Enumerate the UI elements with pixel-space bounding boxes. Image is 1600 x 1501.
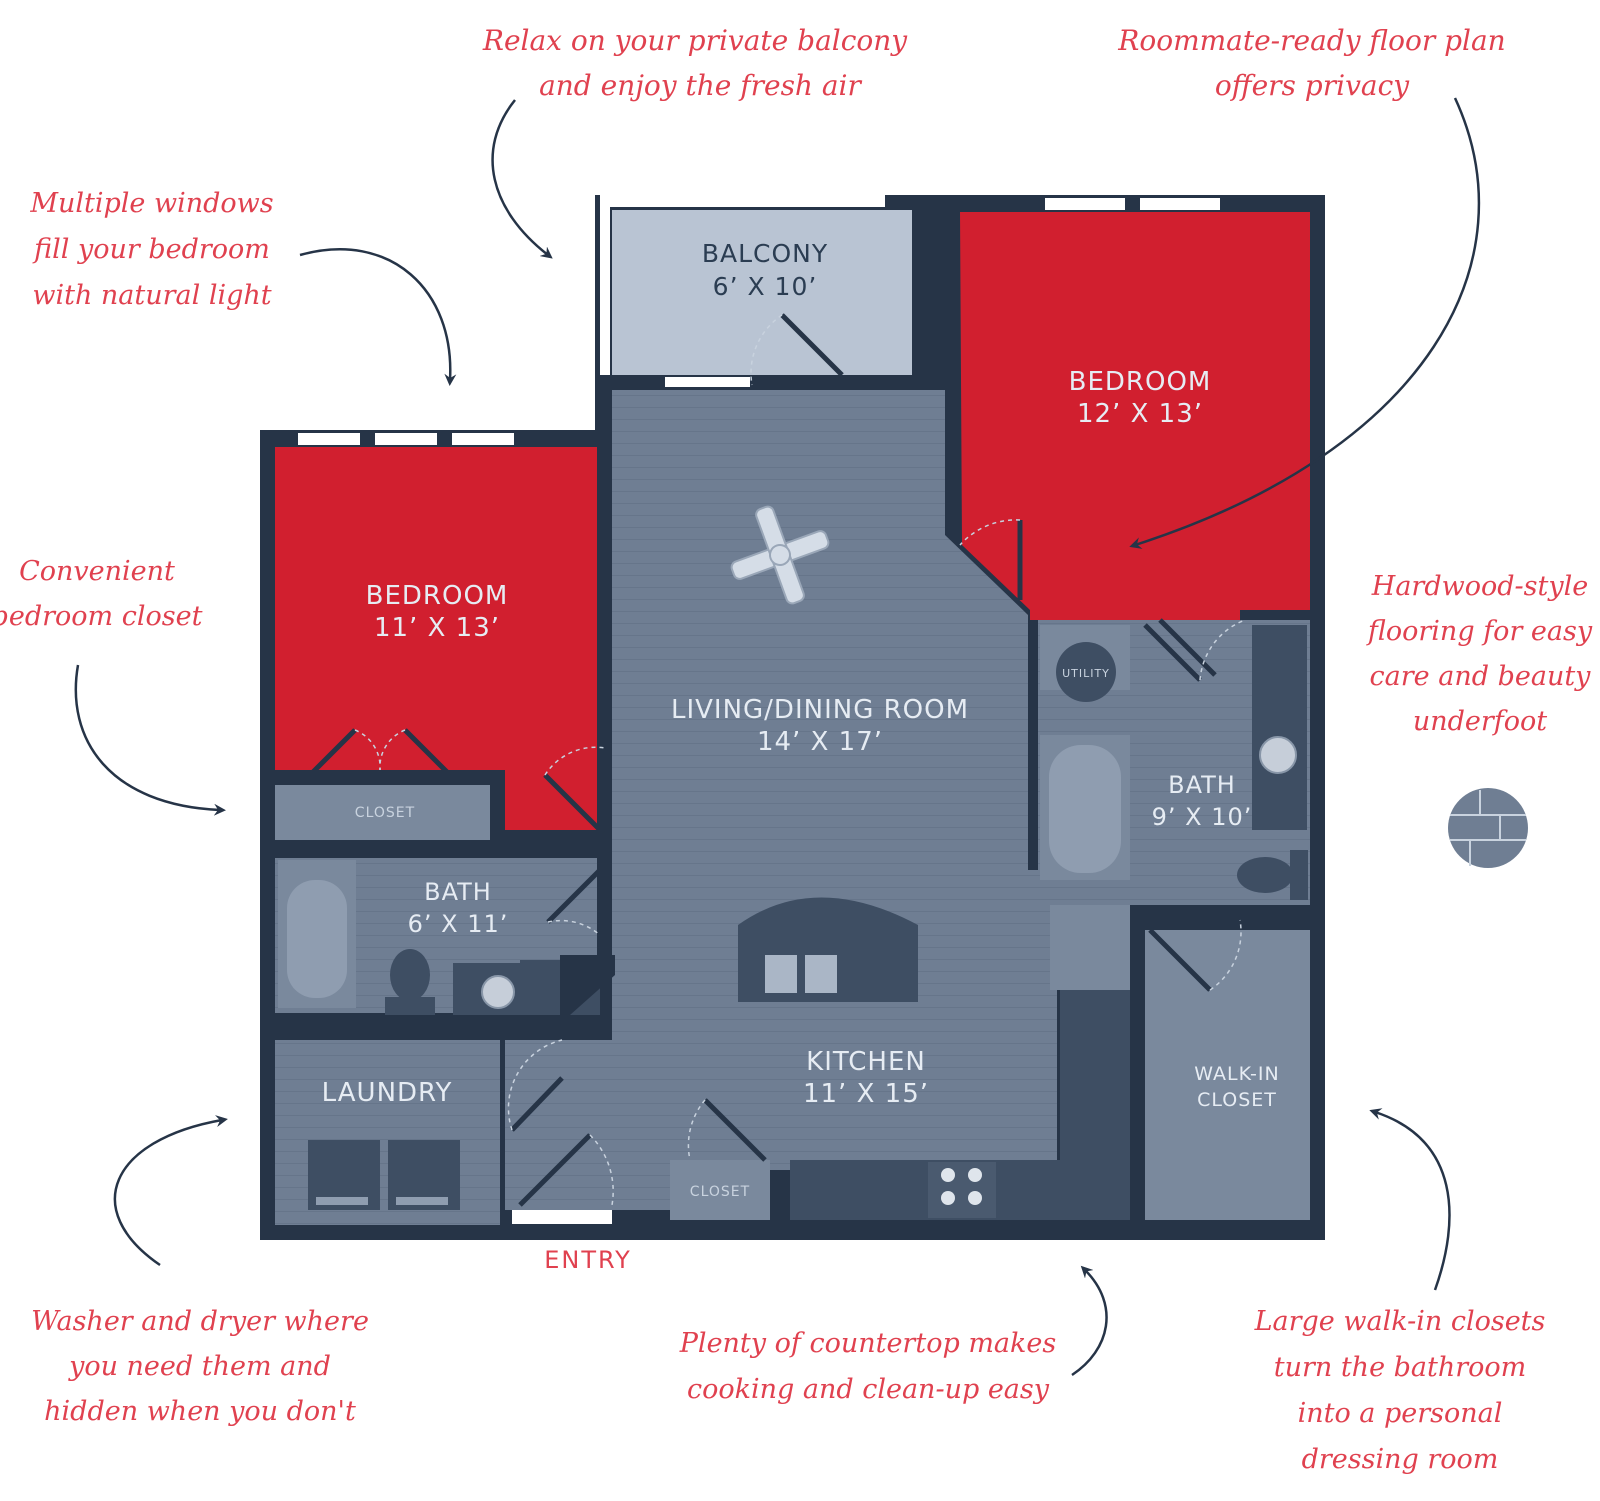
walkin-label-1: WALK-IN bbox=[1194, 1063, 1279, 1085]
svg-text:Plenty of countertop makes: Plenty of countertop makes bbox=[679, 1328, 1056, 1359]
kitchen-label: KITCHEN bbox=[806, 1047, 926, 1077]
svg-text:Washer and dryer where: Washer and dryer where bbox=[31, 1306, 369, 1337]
laundry-door bbox=[510, 1076, 564, 1132]
svg-text:offers privacy: offers privacy bbox=[1215, 69, 1410, 102]
svg-text:turn the bathroom: turn the bathroom bbox=[1274, 1352, 1527, 1383]
left-bath-size: 6’ X 11’ bbox=[408, 910, 509, 938]
laundry-label: LAUNDRY bbox=[322, 1078, 453, 1108]
toilet-icon bbox=[390, 949, 430, 1001]
left-bath-label: BATH bbox=[424, 878, 492, 906]
kitchen-island bbox=[738, 897, 918, 1002]
right-bath bbox=[1038, 618, 1310, 905]
bathtub-basin bbox=[287, 880, 347, 998]
entry-door bbox=[512, 1133, 614, 1224]
bedroom-closet bbox=[275, 785, 490, 840]
walk-in-closet bbox=[1145, 919, 1310, 1220]
svg-text:underfoot: underfoot bbox=[1413, 706, 1547, 737]
callout-walkin: Large walk-in closets turn the bathroom … bbox=[1254, 1306, 1546, 1475]
svg-text:you need them and: you need them and bbox=[68, 1351, 331, 1382]
svg-text:hidden when you don't: hidden when you don't bbox=[44, 1396, 356, 1427]
second-bedroom-label: BEDROOM bbox=[366, 581, 509, 611]
sink-icon bbox=[765, 955, 797, 993]
living-floor bbox=[505, 390, 1132, 1210]
svg-text:care and beauty: care and beauty bbox=[1370, 661, 1592, 692]
svg-text:with natural light: with natural light bbox=[32, 280, 271, 311]
second-bedroom-door bbox=[543, 773, 605, 835]
living-label: LIVING/DINING ROOM bbox=[671, 695, 969, 725]
arrow-balcony bbox=[491, 99, 553, 259]
left-bath-door bbox=[546, 868, 602, 924]
utility-label: UTILITY bbox=[1062, 667, 1110, 680]
second-bedroom-size: 11’ X 13’ bbox=[374, 613, 500, 643]
kitchen-size: 11’ X 15’ bbox=[803, 1079, 929, 1109]
callout-balcony: Relax on your private balcony and enjoy … bbox=[482, 24, 908, 102]
closet-entry-label: CLOSET bbox=[690, 1184, 750, 1200]
svg-text:into a personal: into a personal bbox=[1298, 1398, 1503, 1429]
svg-text:Multiple windows: Multiple windows bbox=[29, 188, 273, 219]
arrow-closet bbox=[74, 664, 226, 816]
callout-countertop: Plenty of countertop makes cooking and c… bbox=[679, 1328, 1056, 1405]
svg-text:bedroom closet: bedroom closet bbox=[0, 601, 203, 632]
living-size: 14’ X 17’ bbox=[757, 727, 883, 757]
callout-roommate: Roommate-ready floor plan offers privacy bbox=[1117, 24, 1505, 102]
svg-text:Convenient: Convenient bbox=[19, 556, 175, 587]
kitchen-counters bbox=[790, 905, 1130, 1220]
master-bedroom-size: 12’ X 13’ bbox=[1077, 399, 1203, 429]
svg-text:Roommate-ready floor plan: Roommate-ready floor plan bbox=[1117, 24, 1505, 57]
svg-text:dressing room: dressing room bbox=[1302, 1444, 1499, 1475]
master-bedroom bbox=[959, 198, 1310, 620]
closet-bedroom-label: CLOSET bbox=[355, 805, 415, 821]
left-bath bbox=[275, 858, 615, 1015]
svg-text:cooking and clean-up easy: cooking and clean-up easy bbox=[687, 1374, 1050, 1405]
arrow-windows bbox=[299, 248, 457, 386]
callout-arrows bbox=[74, 97, 1481, 1377]
balcony-area bbox=[600, 195, 912, 387]
entry-label: ENTRY bbox=[544, 1246, 632, 1274]
balcony-size: 6’ X 10’ bbox=[713, 272, 818, 301]
right-bath-label: BATH bbox=[1168, 771, 1236, 799]
balcony-label: BALCONY bbox=[702, 239, 828, 268]
svg-text:flooring for easy: flooring for easy bbox=[1366, 616, 1593, 647]
master-bedroom-label: BEDROOM bbox=[1069, 367, 1212, 397]
right-bath-size: 9’ X 10’ bbox=[1152, 803, 1253, 831]
arrow-laundry bbox=[113, 1115, 228, 1267]
svg-text:Large walk-in closets: Large walk-in closets bbox=[1254, 1306, 1546, 1337]
arrow-countertop bbox=[1071, 1265, 1108, 1377]
callout-laundry: Washer and dryer where you need them and… bbox=[31, 1306, 369, 1427]
stove-icon bbox=[928, 1162, 996, 1218]
sink-icon bbox=[1259, 736, 1297, 774]
svg-text:Hardwood-style: Hardwood-style bbox=[1371, 571, 1588, 602]
utility-icon bbox=[1056, 642, 1116, 702]
arrow-walkin bbox=[1369, 1108, 1451, 1291]
callout-flooring: Hardwood-style flooring for easy care an… bbox=[1366, 571, 1593, 737]
arrow-roommate bbox=[1129, 97, 1481, 549]
balcony-window bbox=[600, 195, 885, 207]
svg-text:fill your bedroom: fill your bedroom bbox=[32, 234, 270, 265]
second-bedroom bbox=[275, 433, 606, 835]
flooring-swatch-icon bbox=[1448, 788, 1528, 868]
svg-text:Relax on your private balcony: Relax on your private balcony bbox=[482, 24, 908, 57]
svg-text:and enjoy the fresh air: and enjoy the fresh air bbox=[539, 69, 862, 102]
laundry-room bbox=[275, 1039, 564, 1225]
sink-icon bbox=[481, 975, 515, 1009]
ceiling-fan-icon bbox=[730, 505, 830, 605]
callout-closet: Convenient bedroom closet bbox=[0, 556, 203, 632]
balcony-door bbox=[780, 313, 844, 377]
walkin-label-2: CLOSET bbox=[1197, 1089, 1277, 1111]
toilet-icon bbox=[1237, 857, 1293, 893]
entry-closet bbox=[670, 1160, 770, 1220]
callout-windows: Multiple windows fill your bedroom with … bbox=[29, 188, 273, 311]
